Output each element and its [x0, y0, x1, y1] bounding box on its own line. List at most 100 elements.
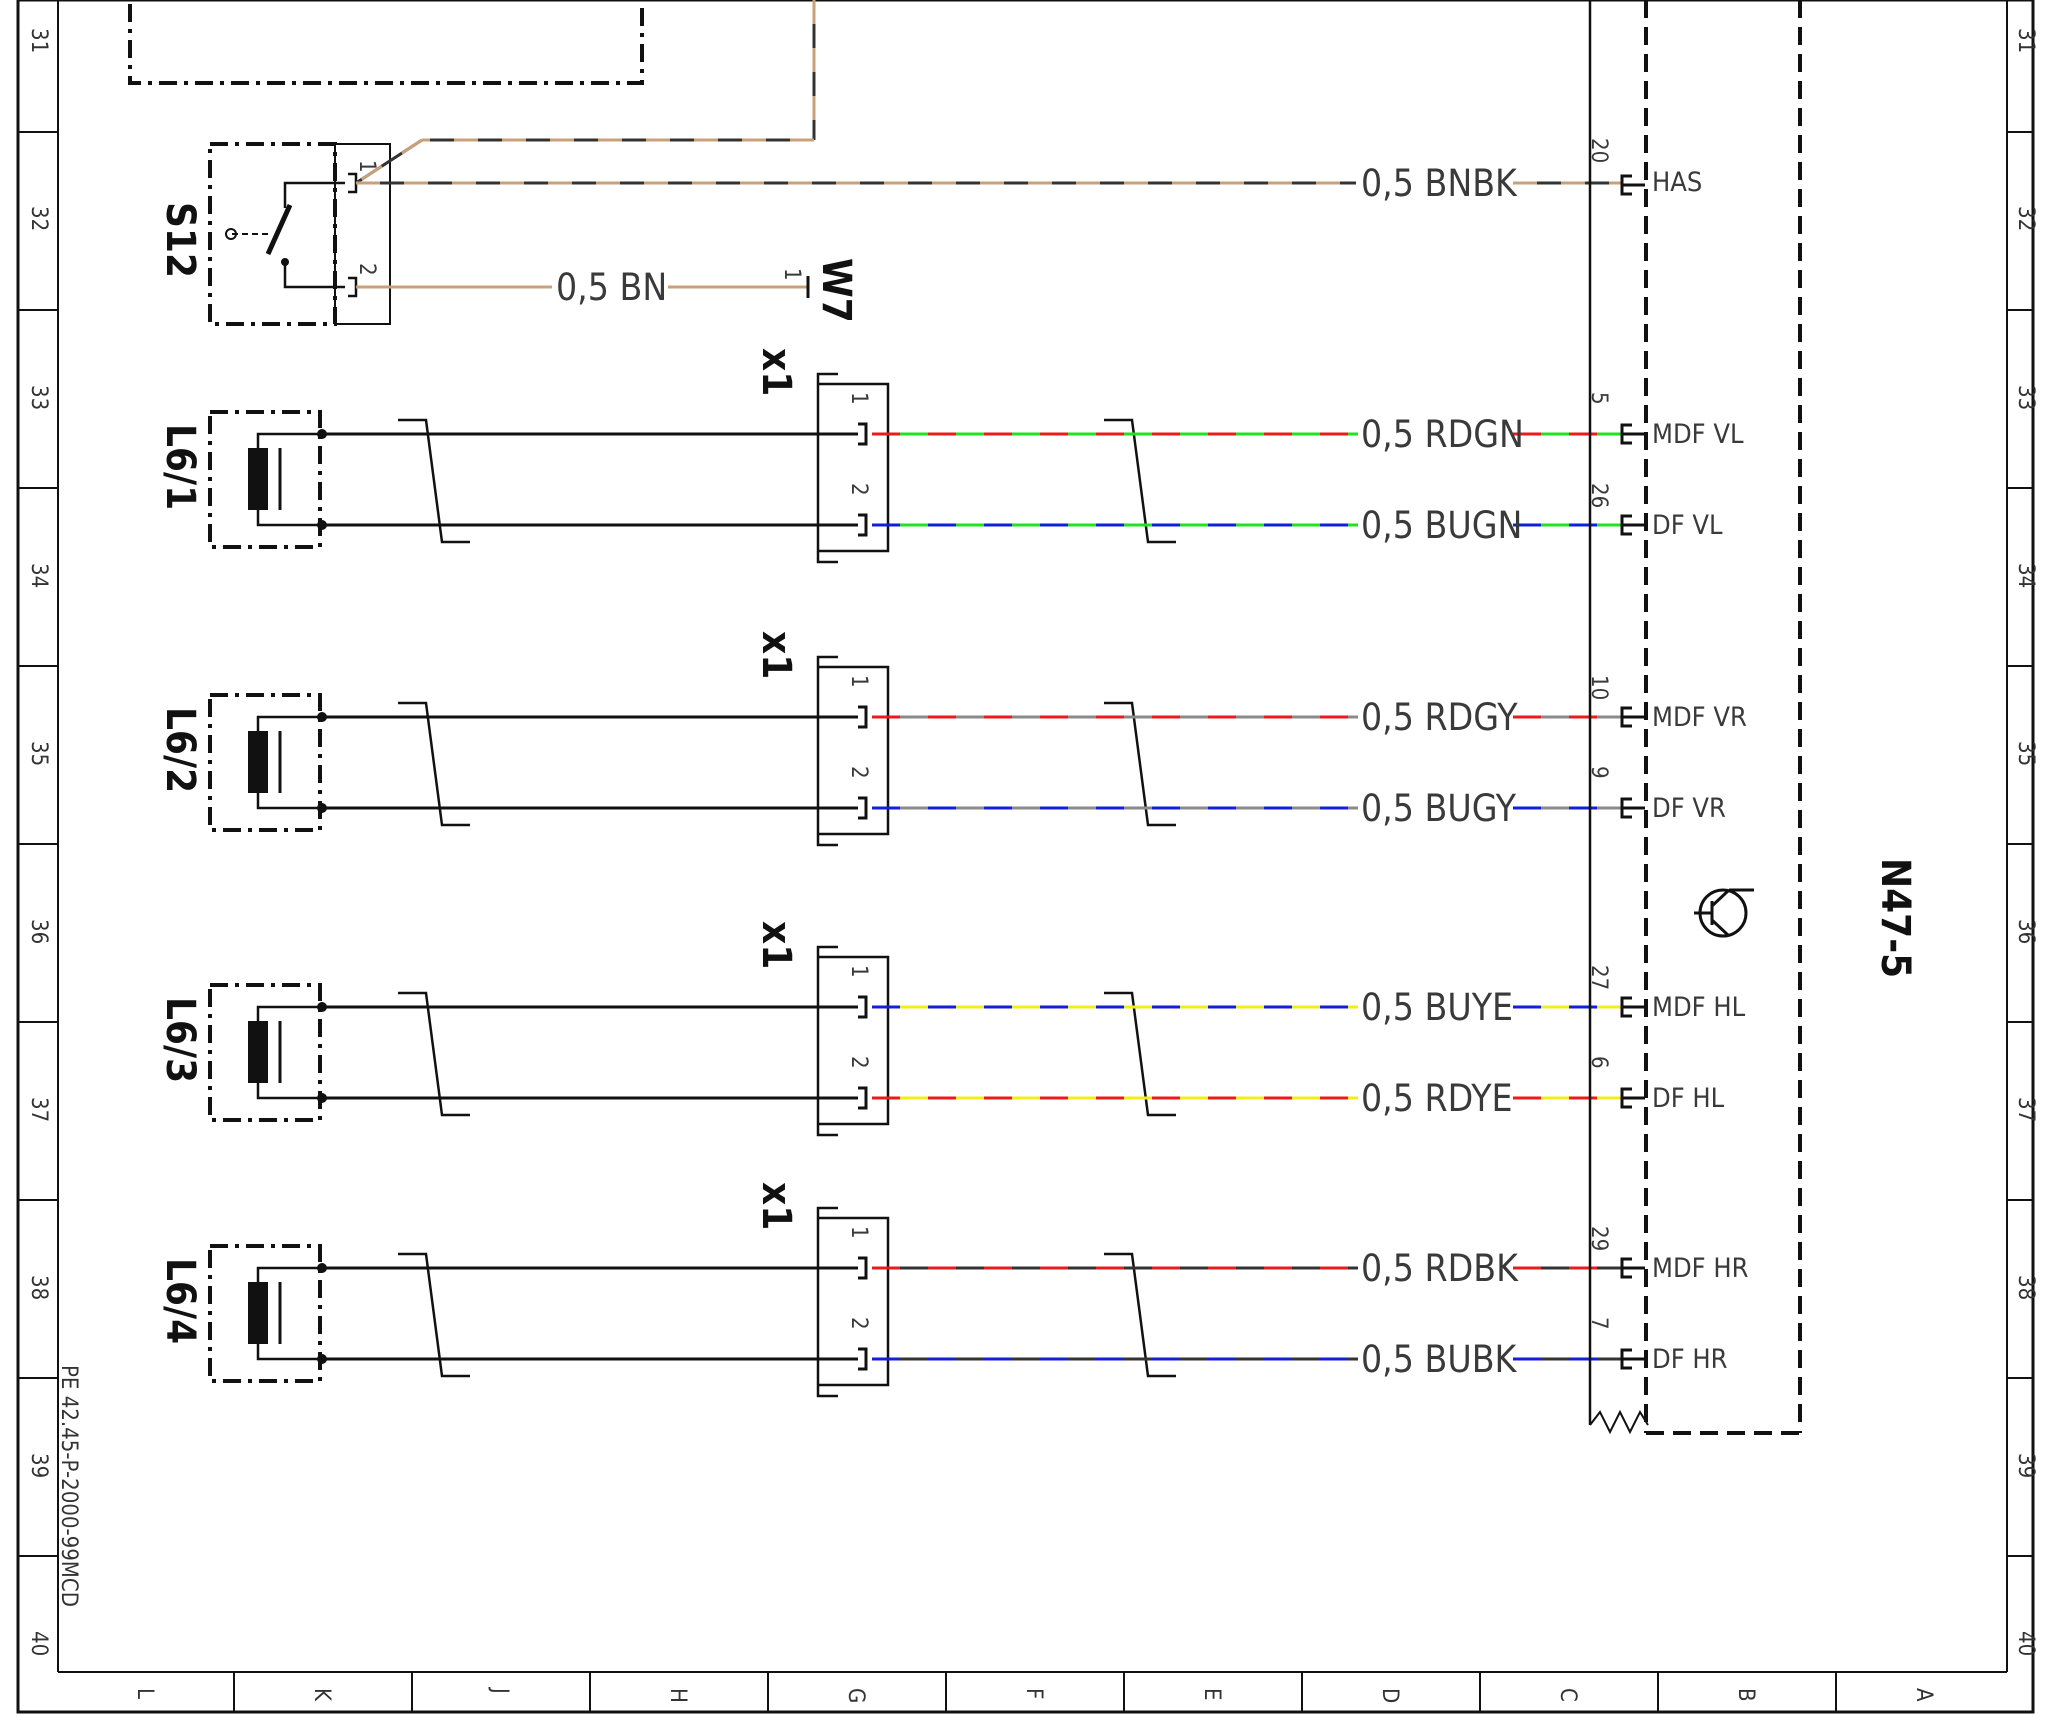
row-number-left: 39: [26, 1453, 51, 1478]
bnbk-wire: [355, 0, 1622, 185]
connector-pin: 2: [846, 766, 871, 779]
row-number-left: 34: [26, 563, 51, 588]
wire: 2 0,5 RDYE 6 DF HL: [322, 1056, 1725, 1120]
module-signal: DF HL: [1652, 1083, 1725, 1114]
connector-body: [816, 372, 838, 564]
sensor-name: L6/2: [157, 707, 203, 793]
sensor-name: L6/1: [157, 424, 203, 510]
shield-mark: [398, 991, 470, 1117]
wire-label: 0,5 RDGY: [1361, 696, 1518, 739]
row-number-left: 37: [26, 1097, 51, 1122]
top-component-outline: [128, 0, 644, 85]
shield-mark: [1104, 701, 1176, 827]
column-letter: C: [1555, 1688, 1580, 1702]
control-module-n47-5: N47-5: [1588, 0, 1918, 1435]
wire-label: 0,5 BUGY: [1361, 787, 1517, 830]
connector-body: [816, 655, 838, 847]
row-number-left: 32: [26, 206, 51, 231]
column-letter: B: [1733, 1688, 1758, 1702]
module-signal: MDF HL: [1652, 992, 1746, 1023]
bn-wire-label: 0,5 BN: [556, 266, 667, 309]
module-pin: 6: [1586, 1056, 1611, 1069]
wire-label: 0,5 RDYE: [1361, 1077, 1513, 1120]
drawing-frame: [16, 0, 2035, 1714]
row-number-left: 38: [26, 1275, 51, 1300]
bn-wire: 0,5 BN 1 W7: [356, 258, 859, 323]
row-number-right: 39: [2013, 1453, 2038, 1478]
module-pin-marker: [1620, 514, 1645, 536]
connector-body: [816, 1206, 838, 1398]
module-signal: DF HR: [1652, 1344, 1728, 1375]
connector-name: x1: [753, 1182, 799, 1230]
module-pin: 9: [1586, 766, 1611, 779]
connector-pin: 2: [846, 483, 871, 496]
connector-pin: 1: [846, 675, 871, 688]
column-letter: L: [132, 1688, 157, 1699]
shield-mark: [1104, 418, 1176, 544]
module-pin-marker: [1620, 706, 1645, 728]
row-number-right: 33: [2013, 385, 2038, 410]
column-letter: F: [1021, 1688, 1046, 1699]
shield-mark: [398, 701, 470, 827]
module-signal: MDF VR: [1652, 702, 1747, 733]
column-letter: J: [487, 1686, 512, 1694]
column-letter: A: [1911, 1688, 1936, 1702]
row-number-right: 36: [2013, 919, 2038, 944]
column-letter: H: [665, 1688, 690, 1703]
switch-name: S12: [157, 202, 203, 278]
sensor-outline: [208, 410, 322, 549]
column-letter: G: [843, 1688, 868, 1703]
wire-label: 0,5 BUGN: [1361, 504, 1522, 547]
row-number-left: 40: [26, 1631, 51, 1656]
grid-ticks: [18, 131, 2033, 1712]
module-pin-marker: [1620, 1348, 1645, 1370]
w7-pin: 1: [779, 268, 804, 281]
column-letter: E: [1199, 1688, 1224, 1701]
row-number-right: 35: [2013, 741, 2038, 766]
shield-mark: [398, 418, 470, 544]
column-letter: D: [1377, 1688, 1402, 1703]
connector-pin: 1: [846, 965, 871, 978]
switch-pin-1: 1: [354, 160, 379, 173]
has-signal: HAS: [1652, 167, 1702, 198]
row-number-right: 38: [2013, 1275, 2038, 1300]
connector-pin: 1: [846, 1226, 871, 1239]
row-number-left: 35: [26, 741, 51, 766]
sensor-outline: [208, 693, 322, 832]
wire-label: 0,5 BUYE: [1361, 986, 1513, 1029]
connector-pin: 2: [846, 1056, 871, 1069]
module-pin-marker: [1620, 797, 1645, 819]
shield-mark: [1104, 991, 1176, 1117]
module-pin-marker: [1620, 1257, 1645, 1279]
module-pin-marker: [1620, 423, 1645, 445]
row-number-right: 32: [2013, 206, 2038, 231]
connector-name: x1: [753, 921, 799, 969]
sensor-outline: [208, 1244, 322, 1383]
document-code: PE 42.45-P-2000-99MCD: [56, 1365, 81, 1607]
connector-body: [816, 945, 838, 1137]
connector-name: x1: [753, 348, 799, 396]
module-name: N47-5: [1872, 858, 1918, 978]
module-signal: DF VL: [1652, 510, 1723, 541]
module-signal: MDF VL: [1652, 419, 1744, 450]
sensor-outline: [208, 983, 322, 1122]
row-number-right: 34: [2013, 563, 2038, 588]
row-number-right: 37: [2013, 1097, 2038, 1122]
wire-label: 0,5 RDGN: [1361, 413, 1524, 456]
sensor-name: L6/3: [157, 997, 203, 1083]
has-pin-marker: [1620, 174, 1645, 196]
bnbk-wire-label: 0,5 BNBK: [1361, 162, 1518, 205]
connector-name: x1: [753, 631, 799, 679]
module-pin: 7: [1586, 1317, 1611, 1330]
